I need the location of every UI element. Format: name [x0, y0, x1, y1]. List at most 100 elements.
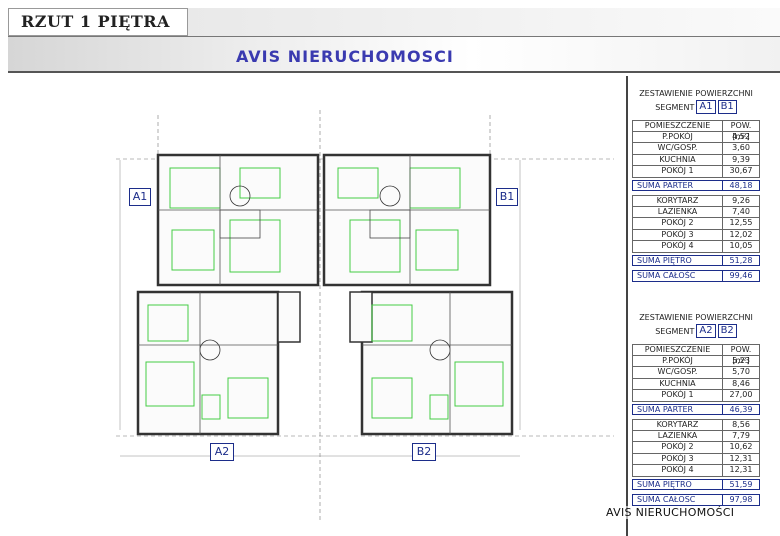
room-area: 9,39	[732, 154, 750, 164]
room-name: LAZIENKA	[633, 206, 723, 217]
room-name: WC/GOSP.	[633, 367, 723, 378]
segment-label-b2: B2	[412, 443, 436, 461]
room-area: 5,70	[732, 367, 750, 376]
room-area: 8,56	[732, 420, 750, 429]
room-name: KORYTARZ	[633, 420, 723, 430]
room-area: 5,23	[732, 355, 750, 365]
room-area: 4,52	[732, 131, 750, 141]
room-area: 12,31	[729, 465, 753, 474]
room-name: P.POKÓJ	[633, 355, 723, 366]
table-row: WC/GOSP. 5,70	[632, 367, 760, 379]
total-row: SUMA CAŁOSC 97,98	[632, 494, 760, 506]
segment-box: B1	[717, 100, 737, 114]
table-row: LAZIENKA 7,40	[632, 206, 760, 218]
top-strip	[188, 8, 780, 36]
table-row: P.POKÓJ 5,23	[632, 355, 760, 367]
table-row: POKÓJ 4 12,31	[632, 465, 760, 477]
room-area: 7,40	[732, 206, 750, 216]
sum-row: SUMA PIĘTRO 51,59	[632, 478, 760, 490]
room-area: 10,62	[729, 442, 753, 451]
page-title: RZUT 1 PIĘTRA	[8, 8, 188, 36]
block-a1	[156, 153, 320, 287]
room-name: KUCHNIA	[633, 378, 723, 389]
room-area: 8,46	[732, 378, 750, 388]
col-room: POMIESZCZENIE	[633, 345, 723, 355]
block-b2	[349, 290, 514, 436]
segment-label-b1: B1	[496, 188, 518, 206]
table-row: KORYTARZ 9,26	[632, 195, 760, 207]
col-area: POW. [m²]	[730, 345, 752, 365]
room-area: 12,55	[729, 218, 753, 227]
area-table-a2-b2: ZESTAWIENIE POWIERZCHNI SEGMENT A2 B2 PO…	[632, 312, 760, 510]
sum-label: SUMA PIĘTRO	[633, 479, 723, 489]
table-row: POKÓJ 1 27,00	[632, 390, 760, 402]
col-area: POW. [m²]	[730, 121, 752, 141]
watermark: AVIS NIERUCHOMOŚCI	[606, 506, 735, 519]
sum-value: 51,59	[729, 479, 753, 489]
block-b1	[322, 153, 492, 287]
table-row: POKÓJ 2 12,55	[632, 218, 760, 230]
table-row: POKÓJ 2 10,62	[632, 442, 760, 454]
table-header-row: POMIESZCZENIE POW. [m²]	[632, 344, 760, 365]
area-table-a1-b1: ZESTAWIENIE POWIERZCHNI SEGMENT A1 B1 PO…	[632, 88, 760, 286]
total-label: SUMA CAŁOŚC	[633, 271, 723, 281]
table-row: WC/GOSP. 3,60	[632, 143, 760, 155]
room-area: 27,00	[729, 390, 753, 399]
sum-value: 51,28	[729, 255, 753, 265]
room-area: 9,26	[732, 196, 750, 205]
table-row: P.POKÓJ 4,52	[632, 131, 760, 143]
segment-label-a2: A2	[210, 443, 234, 461]
table-row: KORYTARZ 8,56	[632, 419, 760, 431]
room-name: P.POKÓJ	[633, 131, 723, 142]
table-title: ZESTAWIENIE POWIERZCHNI	[639, 313, 753, 322]
total-row: SUMA CAŁOŚC 99,46	[632, 270, 760, 282]
table-row: KUCHNIA 9,39	[632, 154, 760, 166]
segment-box: A2	[696, 324, 716, 338]
segment-line: SEGMENT A2 B2	[632, 324, 760, 338]
room-area: 3,60	[732, 143, 750, 152]
room-name: POKÓJ 4	[633, 465, 723, 476]
room-name: KORYTARZ	[633, 196, 723, 206]
total-value: 97,98	[729, 495, 753, 504]
segment-box: A1	[696, 100, 716, 114]
sum-row: SUMA PIĘTRO 51,28	[632, 254, 760, 266]
sum-value: 48,18	[729, 180, 753, 190]
room-name: POKÓJ 1	[633, 166, 723, 177]
segment-label-a1: A1	[129, 188, 151, 206]
room-name: POKÓJ 2	[633, 218, 723, 229]
room-name: KUCHNIA	[633, 154, 723, 165]
room-area: 7,79	[732, 430, 750, 440]
room-area: 30,67	[729, 166, 753, 175]
sum-label: SUMA PIĘTRO	[633, 255, 723, 265]
banner-text: AVIS NIERUCHOMOSCI	[236, 47, 454, 66]
table-title: ZESTAWIENIE POWIERZCHNI	[639, 89, 753, 98]
table-row: LAZIENKA 7,79	[632, 430, 760, 442]
banner: AVIS NIERUCHOMOSCI	[8, 36, 780, 73]
room-area: 10,05	[729, 241, 753, 250]
sum-row: SUMA PARTER 46,39	[632, 403, 760, 415]
total-label: SUMA CAŁOSC	[633, 495, 723, 505]
segment-box: B2	[717, 324, 737, 338]
table-row: POKÓJ 1 30,67	[632, 166, 760, 178]
table-row: POKÓJ 3 12,31	[632, 453, 760, 465]
room-name: POKÓJ 1	[633, 390, 723, 401]
room-name: POKÓJ 3	[633, 453, 723, 464]
floor-plan	[116, 110, 614, 520]
room-area: 12,31	[729, 453, 753, 463]
sum-value: 46,39	[729, 404, 753, 414]
segment-line: SEGMENT A1 B1	[632, 100, 760, 114]
segment-text: SEGMENT	[655, 326, 695, 336]
room-name: POKÓJ 2	[633, 442, 723, 453]
room-name: LAZIENKA	[633, 430, 723, 441]
block-a2	[136, 290, 301, 436]
sum-label: SUMA PARTER	[633, 404, 723, 414]
segment-text: SEGMENT	[655, 102, 695, 112]
total-value: 99,46	[729, 271, 753, 280]
room-name: WC/GOSP.	[633, 143, 723, 154]
room-name: POKÓJ 3	[633, 229, 723, 240]
table-row: KUCHNIA 8,46	[632, 378, 760, 390]
